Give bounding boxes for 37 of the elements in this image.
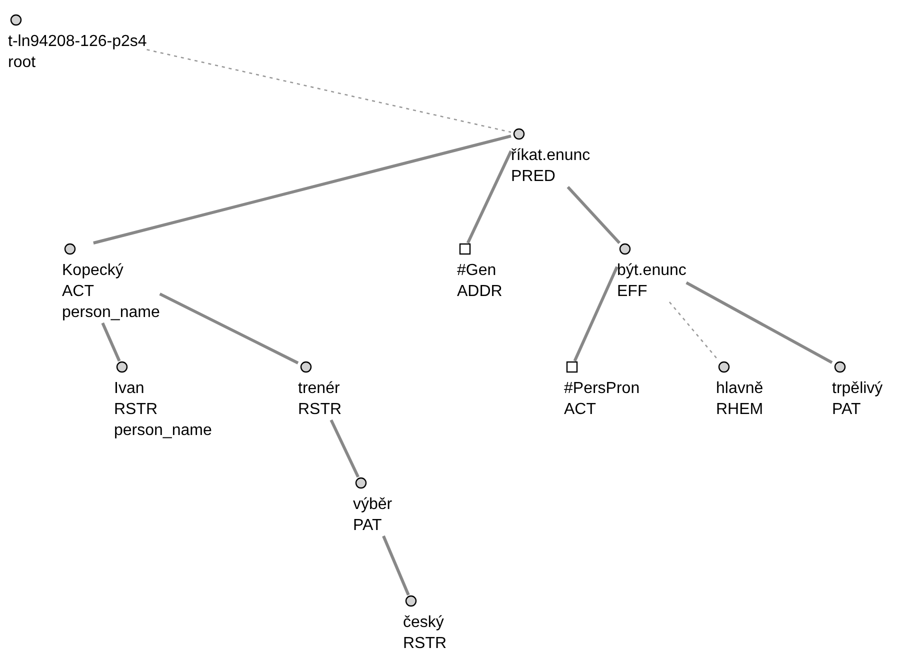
node-label: PAT — [832, 400, 862, 420]
node-lemma: trpělivý — [832, 379, 883, 399]
node-lemma: trenér — [298, 379, 341, 399]
connector — [686, 281, 833, 364]
node-lemma: Ivan — [114, 379, 146, 399]
node-lemma: Kopecký — [62, 261, 124, 281]
connector — [330, 419, 360, 478]
connector — [382, 535, 410, 596]
connector — [566, 186, 621, 244]
node-label: RSTR — [114, 400, 159, 420]
node-label: RSTR — [403, 634, 447, 654]
node-label: ADDR — [457, 282, 502, 302]
node-label: root — [8, 53, 37, 73]
node-label: person_name — [62, 303, 160, 323]
connector — [573, 266, 618, 362]
dashed-connector — [668, 302, 720, 362]
node-label: PAT — [353, 516, 383, 536]
node-lemma: #PersPron — [564, 379, 640, 399]
node-lemma: t-ln94208-126-p2s4 — [8, 32, 147, 52]
node-label: ACT — [62, 282, 95, 302]
node-lemma: říkat.enunc — [511, 146, 590, 166]
node-label: RHEM — [716, 400, 764, 420]
node-lemma: být.enunc — [617, 261, 686, 281]
node-label: EFF — [617, 282, 648, 302]
node-lemma: hlavně — [716, 379, 764, 399]
node-lemma: český — [403, 613, 445, 633]
connector — [159, 292, 299, 364]
connector — [93, 134, 512, 244]
node-lemma: #Gen — [457, 261, 498, 281]
node-lemma: výběr — [353, 495, 392, 515]
node-label: PRED — [511, 167, 556, 187]
node-label: ACT — [564, 400, 597, 420]
connector — [101, 322, 121, 362]
node-label: person_name — [114, 421, 212, 441]
node-label: RSTR — [298, 400, 342, 420]
connector — [466, 150, 512, 244]
dashed-connector — [146, 49, 512, 133]
